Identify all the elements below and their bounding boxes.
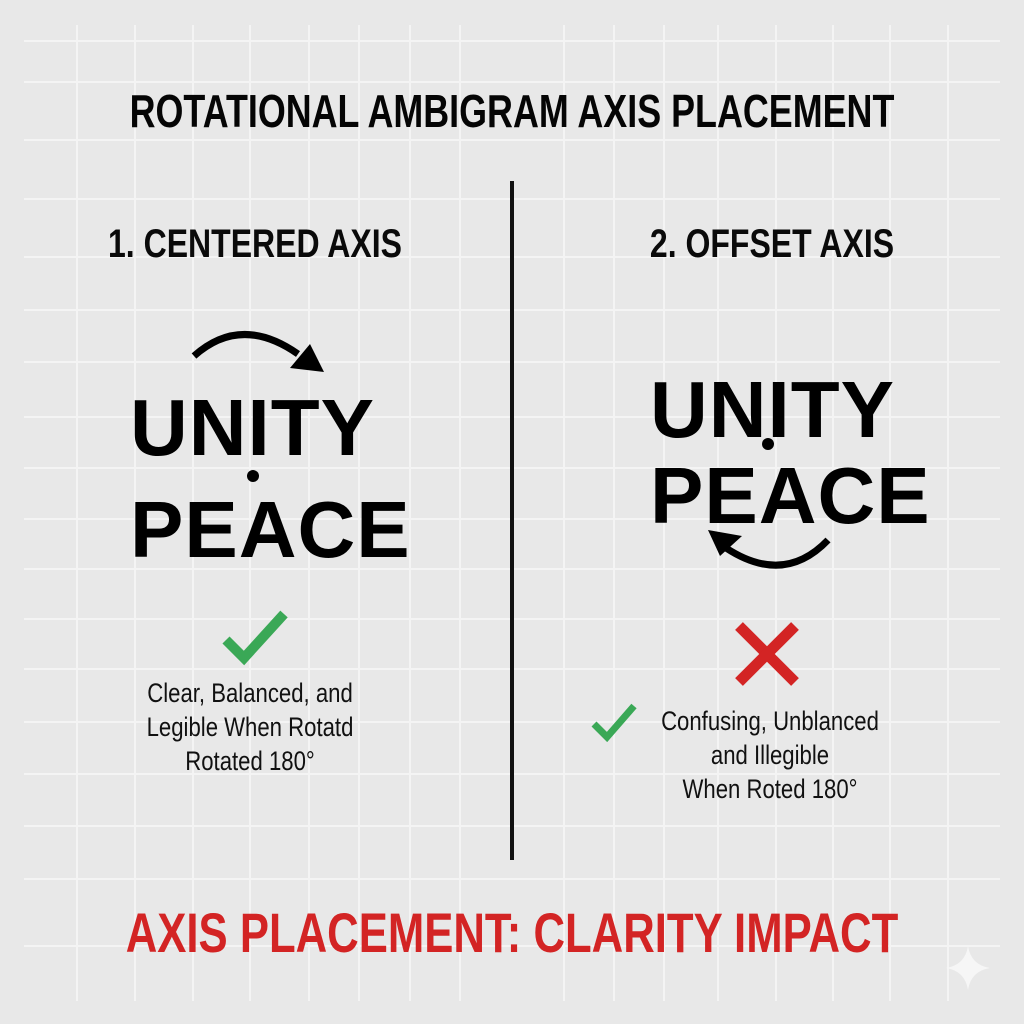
ambigram-word-bottom: PEACE — [130, 485, 411, 574]
section-heading: 1. CENTERED AXIS — [108, 222, 402, 266]
caption-offset: Confusing, Unblanced and Illegible When … — [661, 706, 879, 804]
check-icon — [591, 703, 637, 742]
ambigram-word-top: UNITY — [130, 383, 375, 472]
axis-point — [247, 470, 259, 482]
x-icon — [735, 622, 799, 686]
section-heading: 2. OFFSET AXIS — [649, 222, 895, 266]
footer-conclusion: AXIS PLACEMENT: CLARITY IMPACT — [125, 901, 899, 964]
check-icon — [222, 610, 288, 666]
ambigram-word-top: UNITY — [650, 365, 895, 454]
axis-point — [762, 438, 774, 450]
caption-centered: Clear, Balanced, and Legible When Rotatd… — [146, 678, 354, 776]
counterclockwise-arrow-icon — [708, 530, 831, 569]
sparkle-icon — [946, 946, 990, 990]
page-title: ROTATIONAL AMBIGRAM AXIS PLACEMENT — [129, 85, 895, 137]
vertical-divider — [510, 181, 514, 860]
clockwise-arrow-icon — [191, 331, 324, 372]
ambigram-word-bottom: PEACE — [650, 451, 931, 540]
